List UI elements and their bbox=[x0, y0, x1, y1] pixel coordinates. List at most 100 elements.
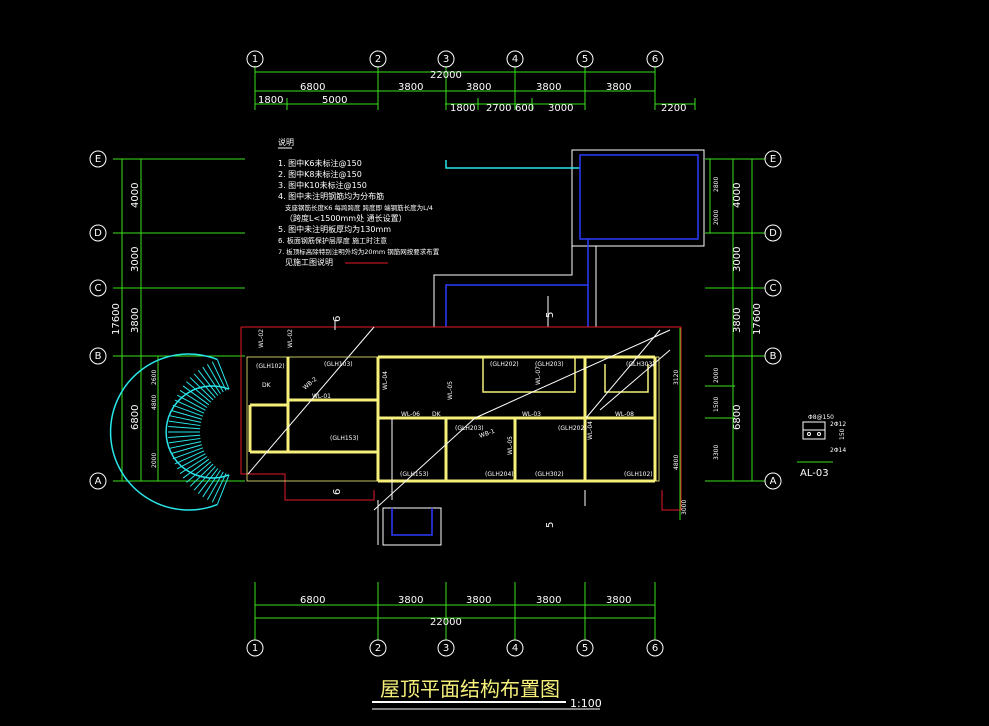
dim-right-sub-2: 1500 bbox=[713, 397, 720, 412]
stair-tread bbox=[168, 420, 201, 427]
note-line-2: 2. 图中K8未标注@150 bbox=[278, 169, 362, 179]
dim-left-sub-2: 4800 bbox=[151, 395, 158, 410]
note-line-6: （跨度L<1500mm处 通长设置） bbox=[285, 213, 407, 223]
dim-right-top-1: 2800 bbox=[713, 177, 720, 192]
stair-tread bbox=[189, 463, 214, 487]
stair-tread bbox=[186, 461, 212, 483]
section-mark-5b: 5 bbox=[545, 522, 556, 528]
stair-tread bbox=[168, 434, 201, 438]
axis-right-c: C bbox=[770, 283, 777, 294]
dim-top-sub-2: 5000 bbox=[322, 95, 347, 106]
notes-block: 说明 1. 图中K6未标注@150 2. 图中K8未标注@150 3. 图中K1… bbox=[278, 137, 440, 267]
stair-tread bbox=[172, 404, 203, 417]
dim-right-row-1: 4000 bbox=[732, 183, 743, 208]
stair-tread bbox=[202, 470, 221, 498]
detail-al-03: Φ8@150 2Φ12 2Φ14 150 AL-03 bbox=[797, 414, 846, 479]
label-wb2: WB-2 bbox=[302, 376, 319, 392]
dim-right-mid: 3120 bbox=[673, 370, 680, 385]
right-dimensions: 2800 2000 4000 3000 3800 6800 17600 2000… bbox=[673, 158, 765, 520]
label-wl-04: WL-04 bbox=[587, 421, 594, 440]
label-wl-03: WL-03 bbox=[522, 411, 541, 418]
axis-right-b: B bbox=[770, 351, 777, 362]
stair-tread bbox=[211, 473, 227, 503]
stair-tread bbox=[179, 456, 208, 474]
floor-boundary: 5 6 6 bbox=[240, 316, 682, 546]
section-mark-5a: 5 bbox=[545, 312, 556, 318]
stair-tread bbox=[216, 474, 230, 505]
dim-bottom-total: 22000 bbox=[430, 617, 462, 628]
note-line-10: 见施工图说明 bbox=[285, 257, 333, 267]
note-line-4: 4. 图中未注明钢筋均为分布筋 bbox=[278, 191, 384, 201]
dim-left-total: 17600 bbox=[111, 303, 122, 335]
title-block: 屋顶平面结构布置图 1:100 bbox=[372, 677, 602, 710]
beam-glh-1: (GLH102) bbox=[256, 363, 285, 370]
stair-tread bbox=[168, 437, 201, 444]
dim-right-total: 17600 bbox=[752, 303, 763, 335]
beam-glh-7: (GLH302) bbox=[535, 471, 564, 478]
label-wl-02: WL-02 bbox=[258, 329, 265, 348]
dim-right-sub-1: 2000 bbox=[713, 368, 720, 383]
dim-right-low-1: 4800 bbox=[673, 455, 680, 470]
bottom-axis-bubbles: 1 2 3 4 5 6 bbox=[246, 639, 664, 657]
stair-tread bbox=[169, 415, 202, 423]
note-line-7: 5. 图中未注明板厚均为130mm bbox=[278, 224, 391, 234]
beam-glh-8: (GLH303) bbox=[626, 361, 655, 368]
axis-bottom-1: 1 bbox=[252, 643, 258, 654]
bottom-dimensions: 6800 3800 3800 3800 3800 22000 bbox=[254, 582, 656, 640]
stair-tread bbox=[182, 458, 210, 479]
axis-bottom-3: 3 bbox=[443, 643, 449, 654]
axis-top-2: 2 bbox=[375, 54, 381, 65]
axis-left-b: B bbox=[95, 351, 102, 362]
stair-tread bbox=[189, 377, 214, 401]
axis-left-a: A bbox=[95, 476, 102, 487]
beam-glh-4: (GLH202) bbox=[490, 361, 519, 368]
stair-tread bbox=[176, 453, 206, 470]
section-mark-6a: 6 bbox=[332, 316, 343, 322]
stair-tread bbox=[216, 359, 230, 390]
label-wl-08: WL-08 bbox=[615, 411, 634, 418]
dim-bottom-bay-5: 3800 bbox=[606, 595, 631, 606]
note-line-9: 7. 板顶标高除特别注明外均为20mm 钢筋网按要求布置 bbox=[278, 247, 440, 256]
beam-grid bbox=[246, 355, 660, 483]
dim-top-bay-2: 3800 bbox=[398, 82, 423, 93]
dim-right-low-2: 3000 bbox=[681, 500, 688, 515]
dim-left-row-4: 6800 bbox=[130, 405, 141, 430]
beam-glh-2: (GLH103) bbox=[324, 361, 353, 368]
section-mark-6b: 6 bbox=[332, 489, 343, 495]
axis-right-a: A bbox=[770, 476, 777, 487]
dim-top-sub-3: 1800 bbox=[450, 103, 475, 114]
stair-tread bbox=[174, 399, 205, 414]
stair-tread bbox=[186, 381, 212, 403]
beam-glh-12: (GLH203) bbox=[455, 425, 484, 432]
beam-glh-6: (GLH204) bbox=[485, 471, 514, 478]
axis-left-c: C bbox=[95, 283, 102, 294]
stair-tread bbox=[211, 361, 227, 391]
label-wl-07: WL-07 bbox=[535, 366, 542, 385]
axis-right-e: E bbox=[770, 154, 776, 165]
axis-top-4: 4 bbox=[512, 54, 518, 65]
beam-glh-3: (GLH153) bbox=[330, 435, 359, 442]
axis-top-5: 5 bbox=[582, 54, 588, 65]
dim-left-row-2: 3000 bbox=[130, 247, 141, 272]
dim-top-bay-1: 6800 bbox=[300, 82, 325, 93]
dim-top-total: 22000 bbox=[430, 70, 462, 81]
stair-tread bbox=[170, 444, 202, 455]
stair-tread bbox=[197, 468, 219, 495]
roof-outlines: 5 bbox=[433, 149, 705, 327]
stair-tread bbox=[172, 447, 203, 460]
axis-right-d: D bbox=[769, 228, 777, 239]
detail-title: AL-03 bbox=[800, 468, 829, 479]
axis-bottom-5: 5 bbox=[582, 643, 588, 654]
dim-right-top-2: 2000 bbox=[713, 210, 720, 225]
label-wl-05: WL-05 bbox=[447, 381, 454, 400]
stair-tread bbox=[174, 450, 205, 465]
right-axis-bubbles: E D C B A bbox=[764, 150, 782, 490]
dim-top-sub-5: 600 bbox=[515, 103, 534, 114]
dim-top-bay-5: 3800 bbox=[606, 82, 631, 93]
axis-left-e: E bbox=[95, 154, 101, 165]
note-line-3: 3. 图中K10未标注@150 bbox=[278, 180, 367, 190]
detail-s1: 2Φ12 bbox=[830, 421, 846, 428]
dim-top-sub-4: 2700 bbox=[486, 103, 511, 114]
stair-arc bbox=[165, 385, 230, 479]
dim-bottom-bay-2: 3800 bbox=[398, 595, 423, 606]
